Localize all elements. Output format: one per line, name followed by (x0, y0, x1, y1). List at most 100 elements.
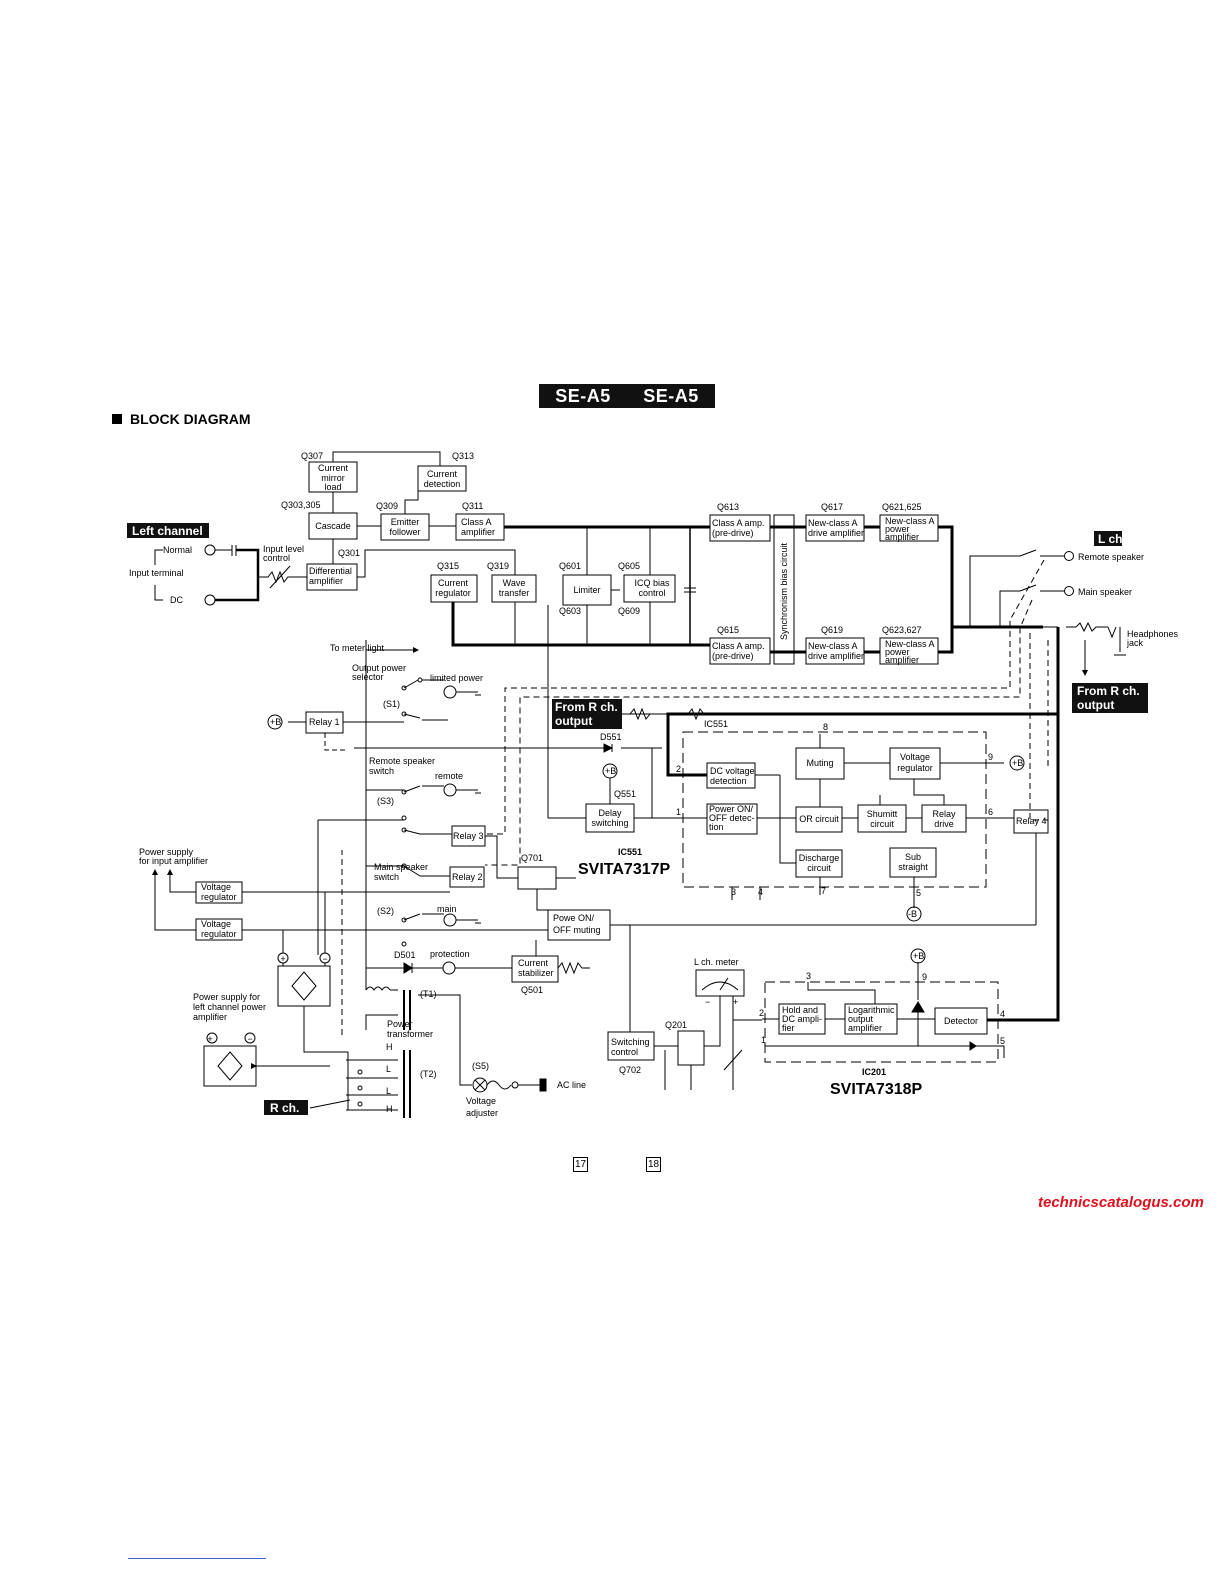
label-newclass-drive-top-2: drive amplifier (808, 528, 864, 538)
label-voltage-adjuster-1: Voltage (466, 1096, 496, 1106)
label-newclass-power-top-2: power (885, 524, 910, 534)
square-bullet-icon (112, 414, 122, 424)
label-remote-speaker: Remote speaker (1078, 552, 1144, 562)
label-ps-input-2: for input amplifier (139, 856, 208, 866)
label-plus-b-1: +B (270, 717, 281, 727)
label-left-channel: Left channel (132, 524, 203, 538)
label-q605: Q605 (618, 561, 640, 571)
ic551-area (547, 589, 1049, 922)
ic551-part-number: SVITA7317P (578, 861, 671, 878)
label-classa-bot-1: Class A amp. (712, 641, 765, 651)
watermark[interactable]: technicscatalogus.com (1038, 1194, 1204, 1211)
label-d551: D551 (600, 732, 622, 742)
label-sub-straight-2: straight (898, 862, 928, 872)
label-relay4: Relay 4 (1016, 816, 1047, 826)
label-q501: Q501 (521, 985, 543, 995)
label-ic201: IC201 (862, 1067, 886, 1077)
label-ps-left-1: Power supply for (193, 992, 260, 1002)
muting-area (511, 833, 1037, 1090)
protection-switch-area (267, 640, 662, 990)
label-to-meter-light: To meter light (330, 643, 385, 653)
output-stage (709, 514, 939, 665)
label-ponoff-2: OFF detec- (709, 813, 755, 823)
label-from-r-ch-right-1: From R ch. (1077, 684, 1140, 698)
label-q313: Q313 (452, 451, 474, 461)
label-q311: Q311 (462, 501, 483, 511)
label-from-r-ch-right-2: output (1077, 698, 1114, 712)
pin-ic551-1: 1 (676, 807, 681, 817)
inverse-labels: Left channel L ch. From R ch. output Fro… (127, 523, 1148, 1115)
input-terminals (154, 544, 307, 606)
label-current-regulator-1: Current (438, 578, 469, 588)
label-d501: D501 (394, 950, 416, 960)
diagram-labels: Current mirror load Current detection Ca… (129, 451, 1179, 1118)
label-class-a-2: amplifier (461, 527, 495, 537)
label-normal: Normal (163, 545, 192, 555)
label-classa-bot-2: (pre-drive) (712, 651, 754, 661)
label-q315: Q315 (437, 561, 459, 571)
label-q307: Q307 (301, 451, 323, 461)
label-dcv-1: DC voltage (710, 766, 755, 776)
label-main-speaker: Main speaker (1078, 587, 1132, 597)
model-title-b: SE-A5 (643, 385, 699, 406)
label-current-regulator-2: regulator (435, 588, 471, 598)
label-plus-b-2: +B (605, 766, 616, 776)
label-q613: Q613 (717, 502, 739, 512)
label-current-detection-1: Current (427, 469, 458, 479)
label-ps-input-1: Power supply (139, 847, 194, 857)
block-or-circuit (795, 806, 843, 833)
label-shumitt-1: Shumitt (867, 809, 898, 819)
label-current-mirror-load-1: Current (318, 463, 349, 473)
label-input-level-1: Input level (263, 544, 304, 554)
label-newclass-drive-top-1: New-class A (808, 518, 858, 528)
label-plus-b-3: +B (1012, 758, 1023, 768)
label-minus-b: -B (908, 909, 917, 919)
label-hold-1: Hold and (782, 1005, 818, 1015)
label-classa-top-1: Class A amp. (712, 518, 765, 528)
label-r-ch: R ch. (270, 1101, 299, 1115)
label-vreg-2b: regulator (201, 929, 237, 939)
label-minus-bridge1: − (322, 954, 327, 964)
label-headphones-1: Headphones (1127, 629, 1179, 639)
label-from-r-ch-mid-1: From R ch. (555, 700, 618, 714)
label-detector: Detector (944, 1016, 978, 1026)
pin-ic551-2: 2 (676, 764, 681, 774)
ic551-outline (682, 731, 987, 888)
l-ch-meter-body (695, 969, 745, 997)
label-ponoff-1: Power ON/ (709, 804, 754, 814)
block-class-a-predrive-bottom (709, 637, 771, 665)
label-main-switch-2: switch (374, 872, 399, 882)
label-vreg-ic-2: regulator (897, 763, 933, 773)
label-remote-switch-2: switch (369, 766, 394, 776)
pin-ic551-7: 7 (821, 886, 826, 896)
label-synchronism-bias: Synchronism bias circuit (779, 542, 789, 640)
section-heading: BLOCK DIAGRAM (112, 411, 251, 427)
ic-part-numbers: SVITA7317P SVITA7318P (578, 861, 923, 1098)
label-output-power-1: Output power (352, 663, 406, 673)
label-powe-onoff-2: OFF muting (553, 925, 601, 935)
label-newclass-power-bot-1: New-class A (885, 639, 935, 649)
label-meter-plus: + (733, 997, 738, 1007)
signal-rails (451, 525, 1060, 1022)
label-current-detection-2: detection (424, 479, 461, 489)
label-diff-amp-2: amplifier (309, 576, 343, 586)
label-ac-line: AC line (557, 1080, 586, 1090)
pin-ic201-5: 5 (1000, 1036, 1005, 1046)
label-newclass-power-bot-2: power (885, 647, 910, 657)
label-switching-control-1: Switching (611, 1037, 650, 1047)
label-q303-305: Q303,305 (281, 500, 321, 510)
label-current-mirror-load-2: mirror (321, 473, 345, 483)
label-q701: Q701 (521, 853, 543, 863)
label-newclass-power-bot-3: amplifier (885, 655, 919, 665)
label-dcv-2: detection (710, 776, 747, 786)
label-minus-bridge2: − (247, 1034, 252, 1044)
speaker-outputs (969, 549, 1121, 676)
label-class-a-1: Class A (461, 517, 492, 527)
label-q609: Q609 (618, 606, 640, 616)
label-limiter: Limiter (573, 585, 600, 595)
label-shumitt-2: circuit (870, 819, 894, 829)
label-s1: (S1) (383, 699, 400, 709)
label-limited-power: limited power (430, 673, 483, 683)
label-power-transformer-1: Power (387, 1019, 413, 1029)
label-relay-drive-2: drive (934, 819, 954, 829)
